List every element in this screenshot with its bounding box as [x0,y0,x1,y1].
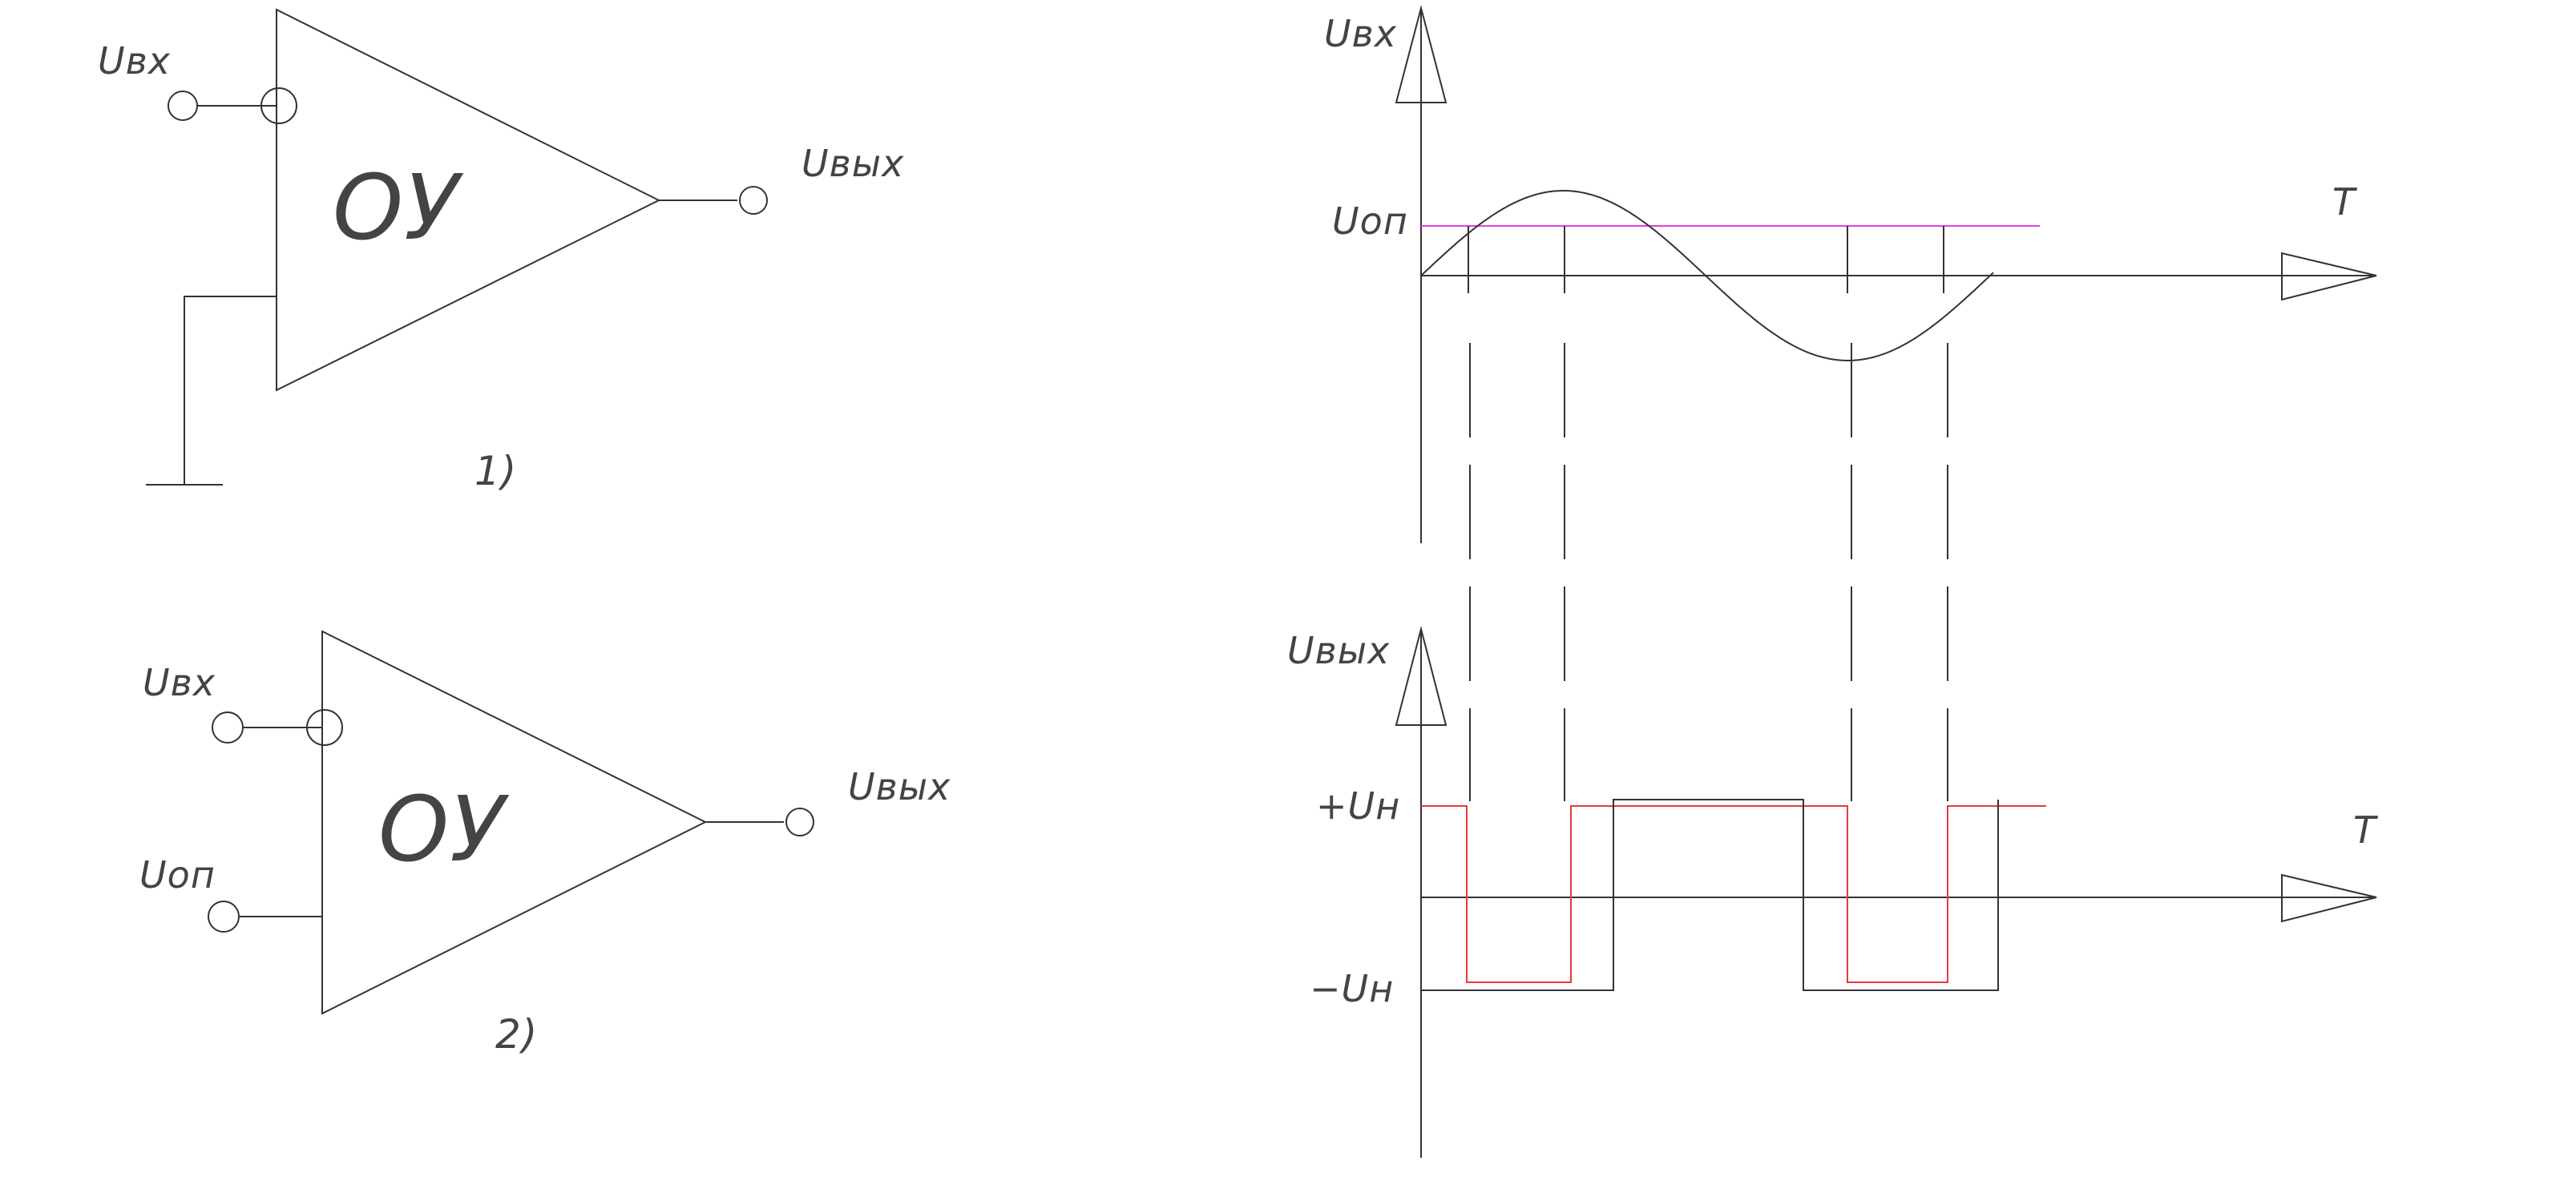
circuit-1: Uвх Uвых ОУ 1) [98,8,904,494]
opamp-2-ref-terminal [208,901,240,933]
c1-input-label: Uвх [98,39,171,83]
c1-output-label: Uвых [801,142,904,185]
opamp-1-output-terminal [739,186,768,215]
g1-x-label: T [2332,180,2358,224]
c2-chip-label: ОУ [378,778,510,882]
g2-y-arrow [1395,626,1447,726]
reference-output-wave [1421,805,2046,983]
g2-y-label: Uвых [1287,629,1390,672]
g1-threshold-label: Uоп [1332,200,1408,243]
g2-plus-label: +Uн [1316,784,1400,828]
input-sine-wave [1420,190,1994,361]
g2-x-arrow [2281,873,2377,923]
opamp-2-triangle [321,630,708,1015]
c2-ref-label: Uоп [139,853,216,897]
opamp-1-input-junction [260,87,297,124]
input-signal-graph: Uвх Uоп T [1324,5,2377,543]
opamp-2-output-terminal [785,808,814,836]
c1-caption: 1) [474,448,517,494]
output-signal-graph: Uвых +Uн −Uн T [1287,626,2379,1158]
opamp-2-input-terminal [212,711,244,744]
c2-input-label: Uвх [143,661,216,704]
opamp-1-triangle [276,8,661,392]
g1-y-arrow [1395,5,1447,103]
g1-x-arrow [2281,252,2377,301]
c2-caption: 2) [495,1011,538,1058]
circuit-2: Uвх Uоп Uвых ОУ 2) [139,630,951,1058]
g1-y-label: Uвх [1324,12,1397,55]
opamp-1-ground-wire [184,296,277,485]
c2-output-label: Uвых [848,765,951,808]
opamp-1-input-terminal [168,91,198,121]
opamp-2-input-junction [306,709,343,746]
projection-lines [1469,343,1948,801]
comparator-output-wave [1421,799,1999,991]
c1-chip-label: ОУ [333,156,464,260]
g2-minus-label: −Uн [1310,967,1394,1010]
g2-x-label: T [2353,808,2379,852]
